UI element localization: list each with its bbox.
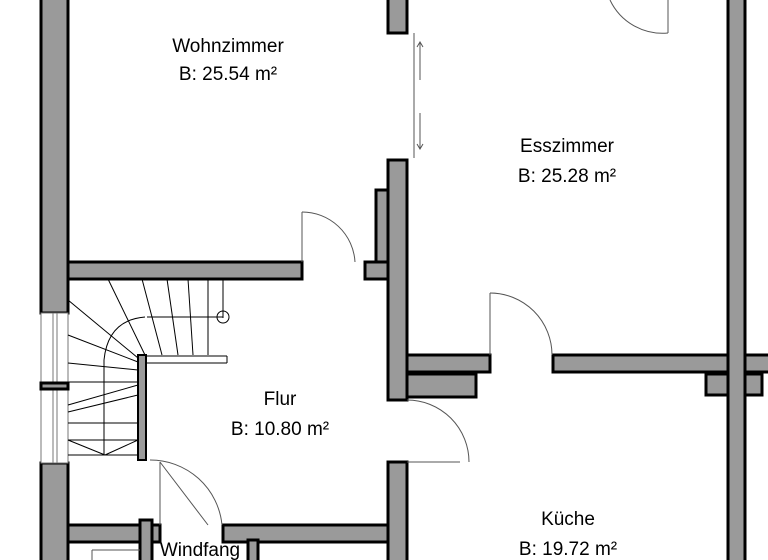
wall-right-stub (743, 372, 764, 397)
room-name-kueche: Küche (541, 509, 595, 530)
wall-flur-right (386, 158, 409, 402)
wall-esszimmer-bottom-right (551, 353, 730, 374)
room-name-windfang: Windfang (160, 540, 240, 560)
wall-flur-bottom-left (66, 523, 162, 544)
room-area-wohnzimmer: B: 25.54 m² (179, 64, 277, 85)
exterior-wall-left (39, 0, 70, 315)
wall-far-right (743, 353, 768, 374)
wall-flur-right-lower (386, 460, 409, 560)
wall-kueche-top-right (704, 372, 730, 397)
wall-esszimmer-bottom-left (405, 353, 492, 374)
sliding-door[interactable] (413, 33, 424, 158)
door-esszimmer-kueche[interactable] (489, 292, 553, 356)
room-name-wohnzimmer: Wohnzimmer (172, 36, 284, 57)
wall-pillar (374, 188, 390, 264)
room-name-esszimmer: Esszimmer (520, 136, 615, 157)
window-left (39, 312, 70, 464)
door-esszimmer-top[interactable] (609, 0, 669, 34)
room-area-flur: B: 10.80 m² (231, 419, 329, 440)
wall-stub (363, 260, 390, 281)
wall-top-partition (386, 0, 409, 35)
wall-stub-windfang-right (246, 538, 260, 560)
wall-kueche-top (405, 372, 478, 399)
room-area-kueche: B: 19.72 m² (519, 539, 617, 560)
room-name-flur: Flur (264, 389, 297, 410)
wall-stub-windfang-left (138, 518, 154, 560)
door-windfang[interactable] (149, 459, 223, 526)
wall-wohnzimmer-bottom (66, 260, 304, 281)
door-flur-kueche[interactable] (406, 399, 470, 463)
door-wohnzimmer[interactable] (301, 211, 356, 263)
wall-right (726, 0, 747, 560)
exterior-wall-left-lower (39, 461, 70, 560)
room-area-esszimmer: B: 25.28 m² (518, 166, 616, 187)
wall-flur-bottom-right (221, 523, 390, 544)
staircase (67, 278, 230, 461)
